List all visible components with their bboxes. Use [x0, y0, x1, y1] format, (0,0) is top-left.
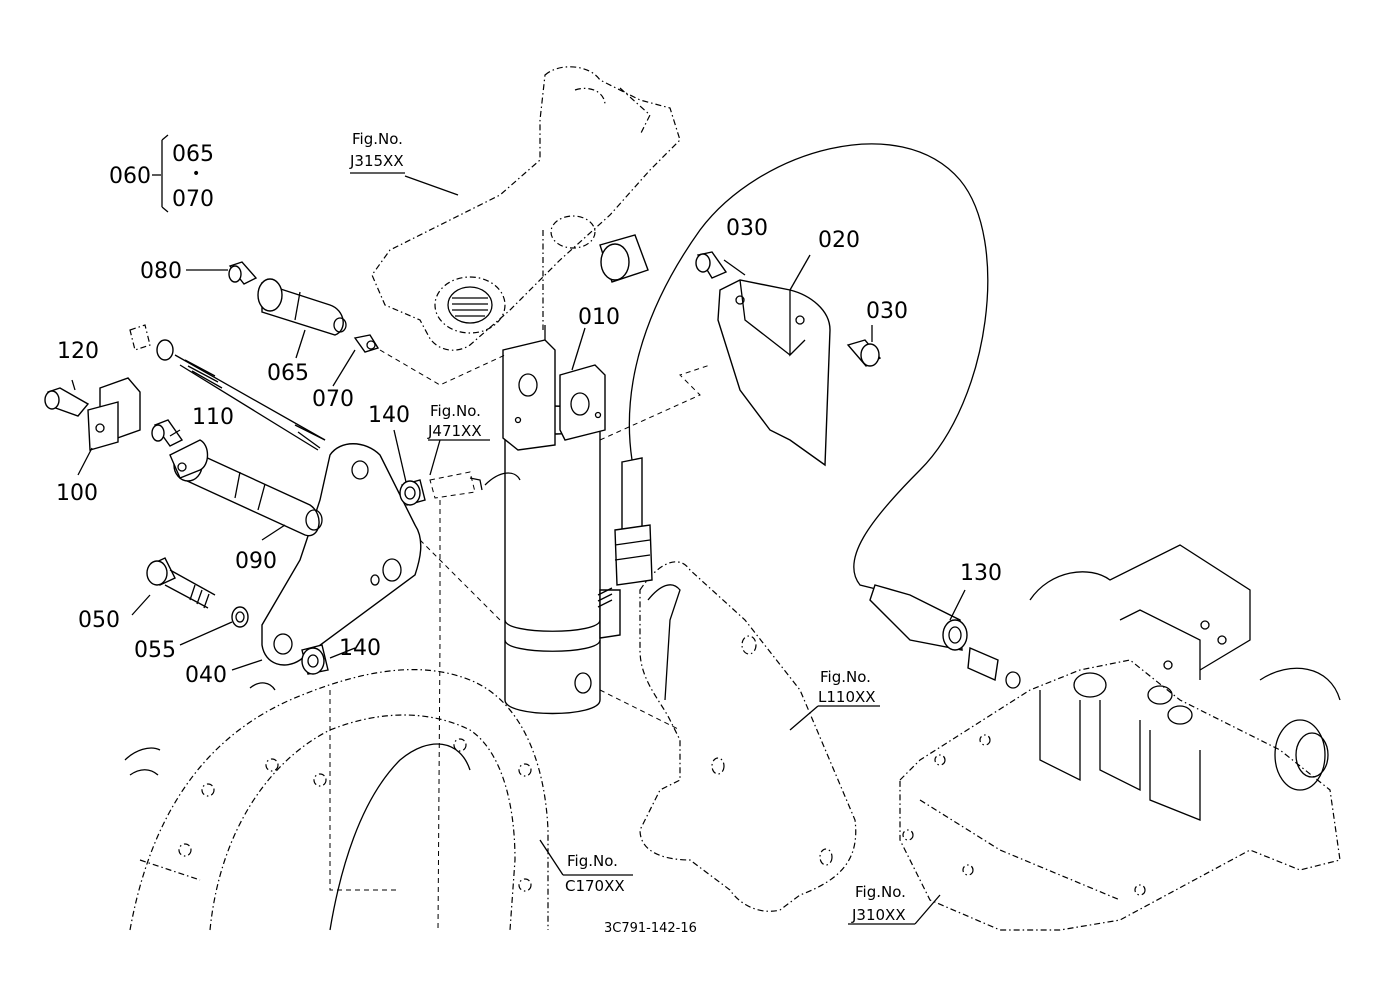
bolt-030-left — [695, 251, 728, 279]
lift-arm-drawing — [371, 66, 681, 351]
cover-020 — [717, 279, 831, 467]
fig-ref-c170: C170XX — [565, 877, 625, 895]
callout-030-left: 030 — [726, 216, 768, 241]
housing-j310 — [899, 544, 1341, 931]
fig-label-l110: Fig.No. — [820, 668, 871, 686]
callout-110: 110 — [192, 405, 234, 430]
bolt-050 — [146, 557, 216, 609]
callout-055: 055 — [134, 638, 176, 663]
callout-070-group: 070 — [172, 187, 214, 212]
bolt-120 — [44, 387, 90, 417]
callout-070: 070 — [312, 387, 354, 412]
sensor-130 — [869, 584, 1021, 689]
callout-080: 080 — [140, 259, 182, 284]
fig-ref-j315: J315XX — [349, 152, 404, 170]
figure-references: Fig.No. J315XX Fig.No. J471XX Fig.No. L1… — [349, 130, 906, 924]
fig-ref-j310: J310XX — [851, 906, 906, 924]
washer-055 — [231, 606, 249, 628]
harness-connector — [429, 471, 521, 499]
diagram-code: 3C791-142-16 — [604, 921, 697, 936]
fig-ref-l110: L110XX — [818, 688, 876, 706]
bolt-110 — [151, 419, 184, 447]
callout-140-lower: 140 — [339, 636, 381, 661]
adjuster-rod — [129, 324, 326, 451]
callout-120: 120 — [57, 339, 99, 364]
callout-065-group: 065 — [172, 142, 214, 167]
callout-140-upper: 140 — [368, 403, 410, 428]
collar-140-lower — [301, 644, 329, 675]
grease-fitting-070 — [353, 334, 380, 353]
callout-group-dot: • — [192, 166, 200, 182]
callouts: 060 065 • 070 080 065 070 120 110 100 09… — [56, 142, 1002, 688]
callout-065: 065 — [267, 361, 309, 386]
housing-c170 — [124, 668, 549, 931]
callout-040: 040 — [185, 663, 227, 688]
collar-140-upper — [399, 479, 426, 506]
pin-090 — [169, 439, 323, 537]
bracket-040 — [261, 443, 422, 666]
fig-label-j471: Fig.No. — [430, 402, 481, 420]
fig-label-c170: Fig.No. — [567, 852, 618, 870]
callout-020: 020 — [818, 228, 860, 253]
fig-ref-j471: J471XX — [427, 422, 482, 440]
callout-050: 050 — [78, 608, 120, 633]
callout-060: 060 — [109, 164, 151, 189]
callout-090: 090 — [235, 549, 277, 574]
leader-lines — [71, 134, 966, 931]
sensor-rod-end — [614, 457, 653, 586]
fig-label-j315: Fig.No. — [352, 130, 403, 148]
bolt-080 — [228, 261, 258, 285]
plate-100 — [87, 377, 141, 451]
mount-plate-drawing — [639, 561, 857, 912]
bolt-030-right — [846, 339, 882, 367]
callout-130: 130 — [960, 561, 1002, 586]
sensor-cable — [628, 143, 989, 591]
callout-030-right: 030 — [866, 299, 908, 324]
lift-cylinder-010 — [502, 325, 621, 715]
callout-010: 010 — [578, 305, 620, 330]
pin-065 — [257, 278, 347, 336]
fig-label-j310: Fig.No. — [855, 883, 906, 901]
callout-100: 100 — [56, 481, 98, 506]
